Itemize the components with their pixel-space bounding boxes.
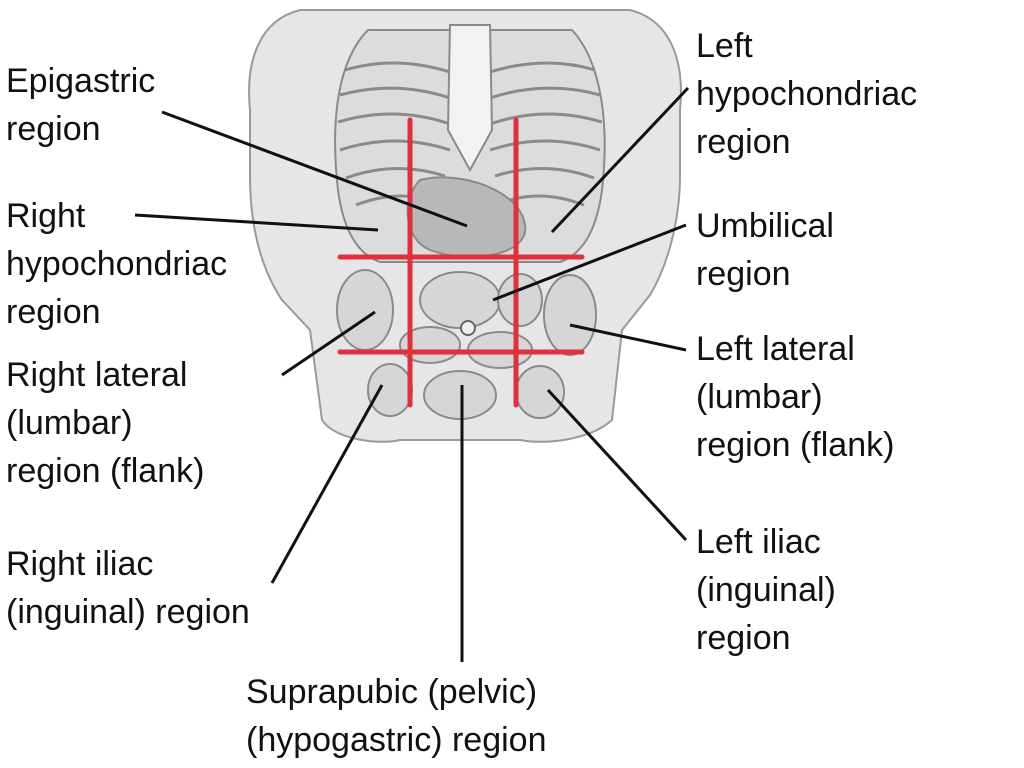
leader-right-hypochondriac [134,213,379,232]
right-hypochondriac-line3: region [6,293,101,331]
left-iliac-line1: Left iliac [696,523,821,561]
leader-left-iliac [546,388,688,542]
sternum [446,24,494,173]
leader-right-lateral [281,310,376,377]
left-iliac-region-label: Left iliac (inguinal) region [696,518,836,662]
umbilical-region-label: Umbilical region [696,202,834,298]
epigastric-line1: Epigastric [6,62,156,100]
leader-lines [134,86,690,662]
right-lateral-line1: Right lateral [6,356,188,394]
left-lateral-line1: Left lateral [696,330,855,368]
leader-umbilical [492,223,687,302]
left-iliac-line2: (inguinal) [696,571,836,609]
suprapubic-line1: Suprapubic (pelvic) [246,673,538,711]
right-iliac-line2: (inguinal) region [6,593,250,631]
left-lateral-line2: (lumbar) [696,378,823,416]
left-hypochondriac-line1: Left [696,27,753,65]
umbilicus [460,320,476,336]
leader-left-hypochondriac [550,86,690,234]
left-iliac-line3: region [696,619,791,657]
left-hypochondriac-line2: hypochondriac [696,75,918,113]
suprapubic-line2: (hypogastric) region [246,721,547,759]
left-lateral-line3: region (flank) [696,426,895,464]
suprapubic-region-label: Suprapubic (pelvic) (hypogastric) region [246,668,546,764]
epigastric-region-label: Epigastric region [6,57,155,153]
leader-right-iliac [270,384,384,584]
epigastric-line2: region [6,110,101,148]
left-lateral-region-label: Left lateral (lumbar) region (flank) [696,325,894,469]
right-hypochondriac-line1: Right [6,197,86,235]
right-lateral-line2: (lumbar) [6,404,133,442]
umbilical-line1: Umbilical [696,207,834,245]
left-hypochondriac-region-label: Left hypochondriac region [696,22,917,166]
leader-epigastric [161,110,468,228]
right-hypochondriac-region-label: Right hypochondriac region [6,192,227,336]
region-grid-lines [337,117,585,408]
right-hypochondriac-line2: hypochondriac [6,245,228,283]
right-lateral-region-label: Right lateral (lumbar) region (flank) [6,351,204,495]
right-iliac-line1: Right iliac [6,545,154,583]
leader-left-lateral [569,323,687,352]
left-hypochondriac-line3: region [696,123,791,161]
right-iliac-region-label: Right iliac (inguinal) region [6,540,250,636]
umbilical-line2: region [696,255,791,293]
right-lateral-line3: region (flank) [6,452,205,490]
